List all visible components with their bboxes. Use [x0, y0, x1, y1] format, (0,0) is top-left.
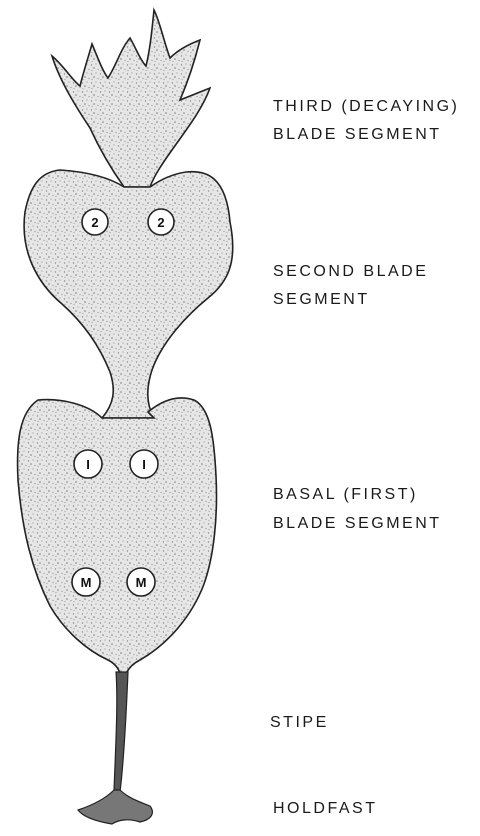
- label-second-line1: SECOND BLADE: [273, 263, 428, 280]
- label-holdfast: HOLDFAST: [273, 800, 377, 817]
- marker-meristem-left: M: [72, 568, 100, 596]
- marker-second-left: 2: [82, 209, 108, 235]
- basal-blade-segment: [18, 398, 217, 680]
- stipe: [114, 672, 128, 792]
- svg-text:M: M: [136, 575, 147, 590]
- second-blade-segment: [24, 170, 233, 418]
- svg-text:2: 2: [157, 215, 164, 230]
- marker-second-right: 2: [148, 209, 174, 235]
- label-third-line2: BLADE SEGMENT: [273, 126, 442, 143]
- marker-first-right: I: [130, 450, 158, 478]
- third-blade-segment: [52, 10, 210, 187]
- svg-text:M: M: [81, 575, 92, 590]
- svg-text:I: I: [86, 457, 90, 472]
- marker-first-left: I: [74, 450, 102, 478]
- label-third-line1: THIRD (DECAYING): [273, 98, 459, 115]
- label-basal-line1: BASAL (FIRST): [273, 486, 418, 503]
- label-stipe: STIPE: [270, 714, 329, 731]
- svg-text:I: I: [142, 457, 146, 472]
- svg-text:2: 2: [91, 215, 98, 230]
- label-basal-line2: BLADE SEGMENT: [273, 515, 442, 532]
- marker-meristem-right: M: [127, 568, 155, 596]
- label-second-line2: SEGMENT: [273, 291, 370, 308]
- holdfast: [78, 790, 152, 824]
